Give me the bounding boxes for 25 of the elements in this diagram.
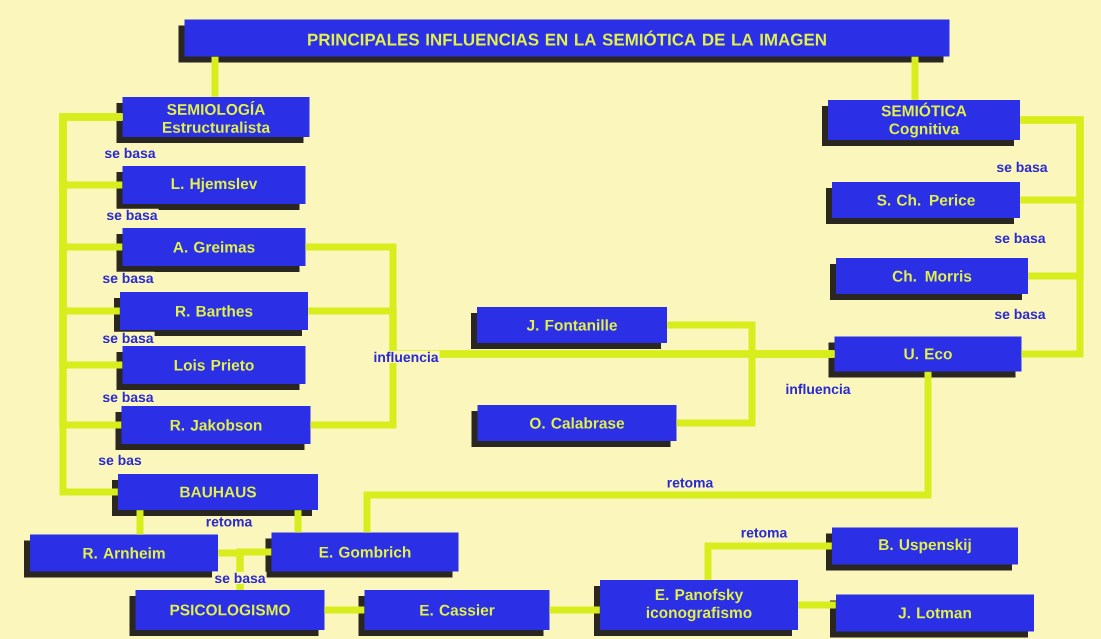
name-box: U. Eco	[828, 336, 1022, 378]
name-box: J. Fontanille	[471, 307, 667, 349]
title-box: PRINCIPALES INFLUENCIAS EN LA SEMIÓTICA DE LA IMAGEN	[178, 19, 950, 63]
name-box: B. Uspenskij	[826, 527, 1018, 571]
name-box: SEMIOLOGÍA Estructuralista	[116, 97, 310, 143]
connector-line	[676, 350, 835, 427]
edge-label: retoma	[665, 477, 715, 489]
name-box: J. Lotman	[830, 594, 1034, 638]
name-box: L. Hjemslev	[116, 166, 306, 210]
name-box: A. Greimas	[116, 228, 306, 272]
name-box: SEMIÓTICA Cognitiva	[822, 100, 1020, 146]
name-box: E. Gombrich	[265, 532, 459, 578]
connector-line	[59, 113, 123, 496]
name-box: E. Panofsky iconografismo	[594, 580, 798, 636]
name-box: O. Calabrase	[471, 405, 677, 447]
name-box: BAUHAUS	[112, 474, 318, 516]
connector-line	[363, 371, 932, 533]
name-box: E. Cassier	[358, 590, 550, 636]
name-box: Ch. Morris	[830, 258, 1028, 300]
edge-label: retoma	[204, 516, 254, 528]
name-box: PSICOLOGISMO	[129, 590, 325, 636]
edge-label: retoma	[739, 527, 789, 539]
name-box: R. Jakobson	[115, 406, 311, 450]
name-box: Lois Prieto	[116, 346, 306, 390]
name-box: S. Ch. Perice	[826, 182, 1020, 224]
